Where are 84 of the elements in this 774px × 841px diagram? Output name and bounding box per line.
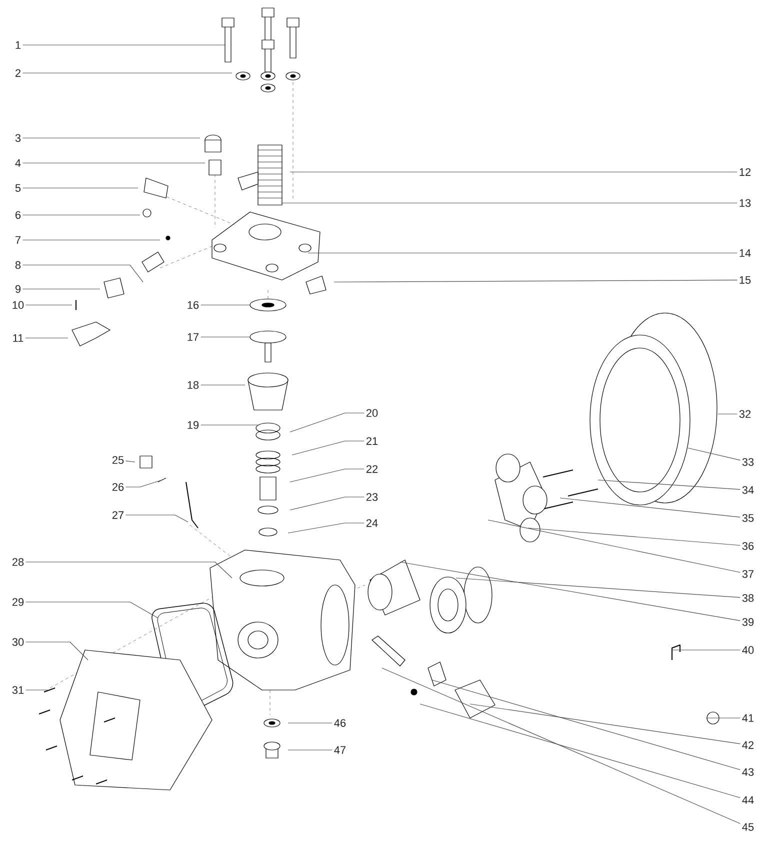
- callout-number: 46: [334, 719, 346, 727]
- callout-number: 33: [742, 458, 754, 466]
- callout-number: 28: [12, 558, 24, 566]
- callout-number: 5: [15, 184, 21, 192]
- callout-number: 43: [742, 768, 754, 776]
- leader-line: [22, 214, 140, 216]
- leader-line: [560, 498, 740, 518]
- leader-line: [200, 384, 246, 386]
- leader-line: [200, 424, 258, 426]
- leader-line: [290, 412, 364, 432]
- leader-line: [288, 722, 332, 724]
- leader-line: [598, 480, 740, 490]
- leader-line: [688, 448, 740, 460]
- callout-number: 7: [16, 236, 20, 244]
- callout-number: 34: [742, 486, 754, 494]
- callout-number: 18: [188, 381, 199, 389]
- callout-number: 45: [742, 823, 754, 831]
- callout-number: 6: [16, 211, 21, 219]
- leader-line: [290, 468, 364, 482]
- callout-number: 23: [366, 493, 378, 501]
- leader-line: [26, 562, 232, 578]
- callout-number: 12: [740, 168, 751, 176]
- callout-number: 38: [742, 594, 754, 602]
- leader-line: [308, 252, 738, 254]
- leader-line: [126, 514, 188, 522]
- callout-number: 19: [188, 421, 199, 429]
- callout-number: 32: [739, 410, 751, 418]
- callout-number: 25: [112, 456, 124, 464]
- leader-line: [26, 642, 88, 660]
- callout-number: 27: [112, 511, 124, 519]
- callout-number: 24: [366, 519, 378, 527]
- leader-line: [22, 44, 226, 46]
- leader-line: [22, 72, 232, 74]
- leader-line: [456, 578, 740, 598]
- callout-number: 2: [16, 69, 20, 77]
- callout-number: 39: [742, 618, 754, 626]
- leader-line: [382, 668, 740, 824]
- leader-line: [22, 288, 100, 290]
- callout-number: 17: [188, 333, 199, 341]
- leader-line: [126, 480, 162, 488]
- callout-number: 15: [740, 276, 751, 284]
- leader-line: [288, 522, 364, 534]
- callout-number: 29: [12, 598, 24, 606]
- leader-line: [432, 680, 740, 770]
- callout-number: 21: [366, 437, 378, 445]
- callout-number: 37: [742, 570, 754, 578]
- leader-line: [126, 460, 136, 462]
- leader-line: [22, 264, 144, 282]
- leader-line: [22, 162, 206, 164]
- leader-line: [528, 528, 740, 546]
- callout-number: 41: [742, 714, 754, 722]
- callout-number: 35: [742, 514, 754, 522]
- callout-number: 20: [366, 409, 378, 417]
- leader-line: [400, 562, 740, 621]
- callout-number: 11: [13, 334, 24, 342]
- leader-line: [334, 280, 738, 282]
- leader-line: [290, 496, 364, 510]
- callout-number: 47: [334, 746, 346, 754]
- leader-line: [200, 304, 250, 306]
- callout-number: 30: [12, 638, 24, 646]
- callout-number: 31: [12, 686, 24, 694]
- callout-number: 44: [742, 796, 754, 804]
- leader-line: [292, 440, 364, 456]
- callout-number: 14: [740, 249, 751, 257]
- callout-number: 42: [742, 741, 754, 749]
- callout-number: 26: [112, 483, 124, 491]
- leader-line: [26, 602, 158, 618]
- callout-number: 8: [15, 261, 21, 269]
- callout-number: 36: [742, 542, 754, 550]
- callout-number: 10: [12, 301, 24, 309]
- callout-number: 22: [366, 465, 378, 473]
- leader-line: [26, 304, 72, 306]
- callout-number: 1: [16, 41, 21, 49]
- leader-line: [282, 202, 738, 204]
- callout-number: 3: [15, 134, 21, 142]
- callout-number: 4: [15, 159, 21, 167]
- leader-line: [420, 704, 740, 798]
- leader-line: [470, 704, 740, 744]
- callout-number: 16: [188, 301, 199, 309]
- leader-line: [488, 520, 740, 573]
- callout-number: 9: [15, 285, 21, 293]
- leader-line: [200, 336, 250, 338]
- callout-number: 13: [740, 199, 751, 207]
- callout-number: 40: [742, 646, 754, 654]
